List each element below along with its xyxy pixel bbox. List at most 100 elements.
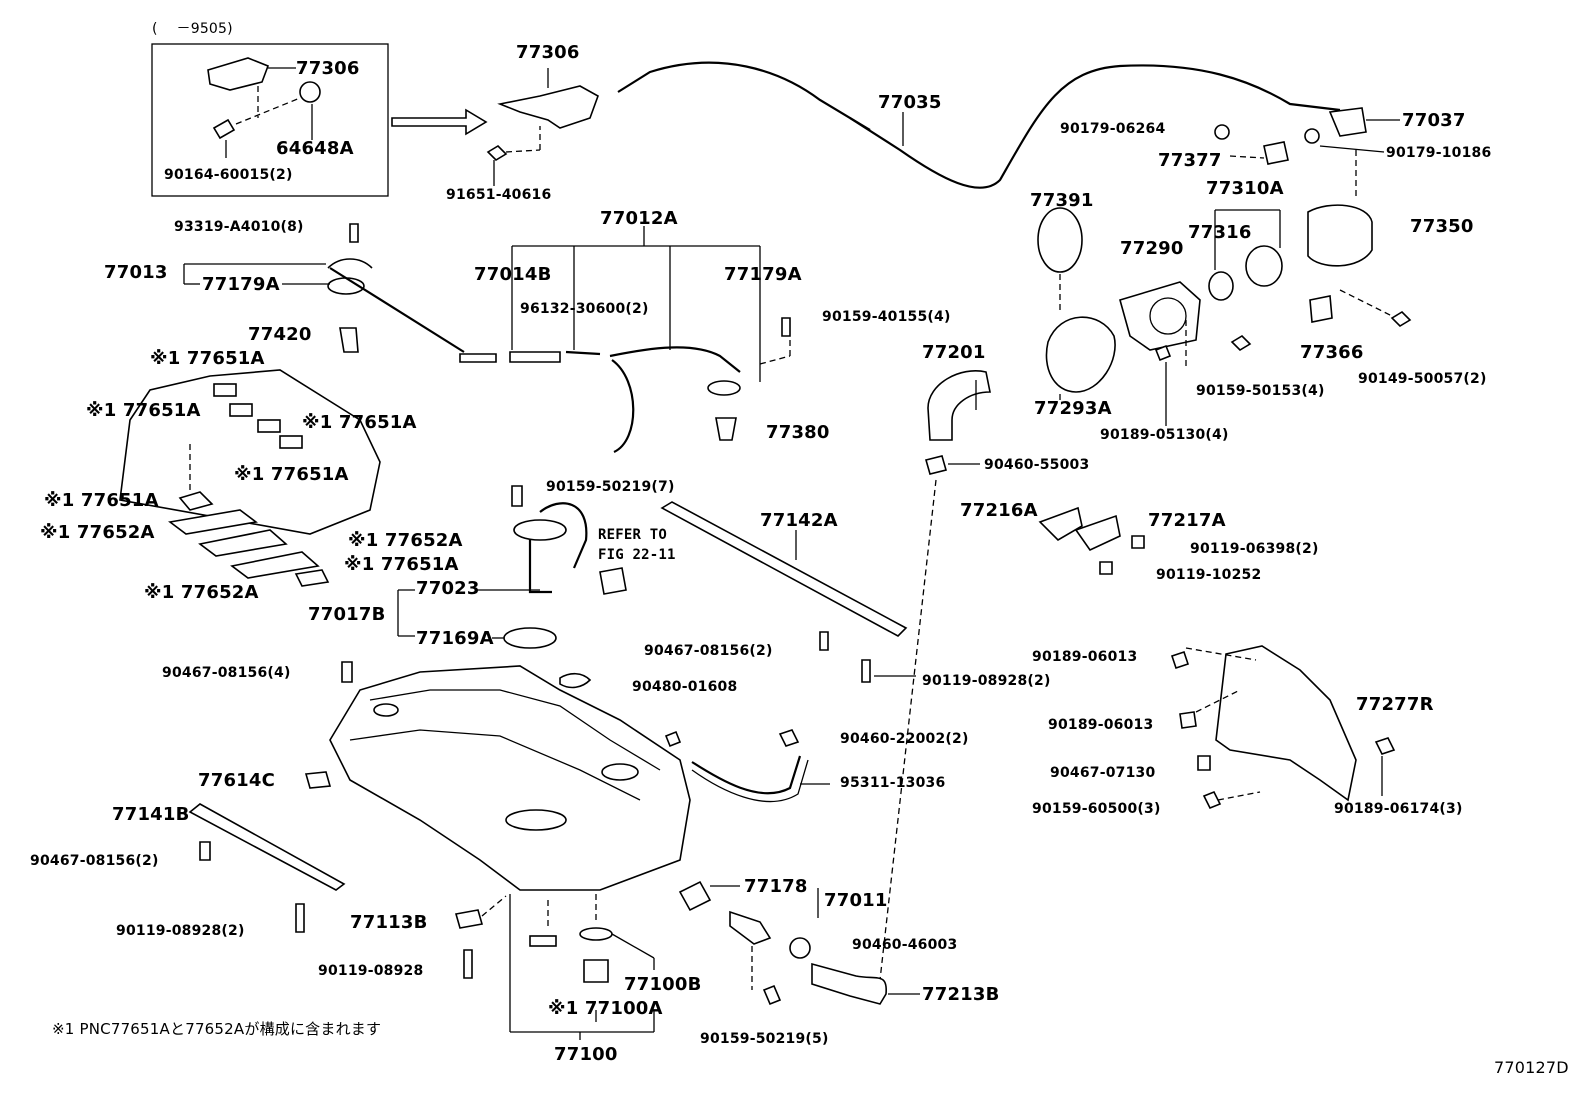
part-label-77216A[interactable]: 77216A (960, 500, 1038, 521)
part-label-90467-08156-4[interactable]: 90467-08156(4) (162, 665, 291, 681)
part-label-90164-60015[interactable]: 90164-60015(2) (164, 167, 293, 183)
bolt-90119-right (861, 659, 871, 683)
part-label-90189-06174[interactable]: 90189-06174(3) (1334, 801, 1463, 817)
part-label-77017B[interactable]: 77017B (308, 604, 386, 625)
part-label-77113B[interactable]: 77113B (350, 912, 428, 933)
part-label-90119-10252[interactable]: 90119-10252 (1156, 567, 1262, 583)
hinge-77366 (1309, 295, 1333, 323)
plug-77380 (715, 417, 737, 441)
part-label-77350[interactable]: 77350 (1410, 216, 1474, 237)
part-label-90159-40155[interactable]: 90159-40155(4) (822, 309, 951, 325)
part-label-90119-08928-bot[interactable]: 90119-08928 (318, 963, 424, 979)
part-label-90179-06264[interactable]: 90179-06264 (1060, 121, 1166, 137)
gasket-77391 (1037, 207, 1083, 273)
part-label-77306[interactable]: 77306 (516, 42, 580, 63)
part-label-77420[interactable]: 77420 (248, 324, 312, 345)
part-label-77217A[interactable]: 77217A (1148, 510, 1226, 531)
part-label-77013[interactable]: 77013 (104, 262, 168, 283)
part-label-77306-inset[interactable]: 77306 (296, 58, 360, 79)
diagram-code: 770127D (1494, 1058, 1569, 1077)
clip-77377 (1263, 141, 1289, 165)
part-label-64648A[interactable]: 64648A (276, 138, 354, 159)
part-label-90467-07130[interactable]: 90467-07130 (1050, 765, 1156, 781)
part-label-77277R[interactable]: 77277R (1356, 694, 1434, 715)
clamp-90460-46003 (789, 937, 811, 959)
part-label-77290[interactable]: 77290 (1120, 238, 1184, 259)
part-label-90467-08156-left[interactable]: 90467-08156(2) (30, 853, 159, 869)
part-label-77293A[interactable]: 77293A (1034, 398, 1112, 419)
part-label-77651A-1[interactable]: ※1 77651A (150, 348, 265, 369)
part-label-77179A-right[interactable]: 77179A (724, 264, 802, 285)
part-label-77201[interactable]: 77201 (922, 342, 986, 363)
part-label-90119-08928-right[interactable]: 90119-08928(2) (922, 673, 1051, 689)
part-label-77651A-2[interactable]: ※1 77651A (86, 400, 201, 421)
part-label-77012A[interactable]: 77012A (600, 208, 678, 229)
part-label-90119-06398[interactable]: 90119-06398(2) (1190, 541, 1319, 557)
hose-95311 (664, 729, 830, 803)
part-label-90460-55003[interactable]: 90460-55003 (984, 457, 1090, 473)
bolt-90467-08156-4 (341, 661, 353, 683)
hose-77213B (811, 962, 887, 1005)
part-label-77023[interactable]: 77023 (416, 578, 480, 599)
part-label-77178[interactable]: 77178 (744, 876, 808, 897)
part-label-90149-50057[interactable]: 90149-50057(2) (1358, 371, 1487, 387)
part-label-90467-08156-mid[interactable]: 90467-08156(2) (644, 643, 773, 659)
part-label-77651A-5[interactable]: ※1 77651A (44, 490, 159, 511)
part-label-90159-50153[interactable]: 90159-50153(4) (1196, 383, 1325, 399)
gasket-77100B (579, 927, 613, 941)
part-label-77652A-2[interactable]: ※1 77652A (348, 530, 463, 551)
part-label-90119-08928-left[interactable]: 90119-08928(2) (116, 923, 245, 939)
part-label-77179A-left[interactable]: 77179A (202, 274, 280, 295)
part-label-77100B[interactable]: 77100B (624, 974, 702, 995)
fuel-cap-77310A (1245, 245, 1283, 287)
ring-77179A (327, 258, 373, 269)
part-label-96132-30600[interactable]: 96132-30600(2) (520, 301, 649, 317)
part-label-90159-50219-5[interactable]: 90159-50219(5) (700, 1031, 829, 1047)
part-label-91651-40616[interactable]: 91651-40616 (446, 187, 552, 203)
hose-77014B (509, 351, 561, 363)
part-label-90460-22002[interactable]: 90460-22002(2) (840, 731, 969, 747)
pipe-77201 (927, 370, 991, 441)
part-label-77366[interactable]: 77366 (1300, 342, 1364, 363)
part-label-77380[interactable]: 77380 (766, 422, 830, 443)
protector-sheets (119, 369, 381, 587)
part-label-90159-50219-7[interactable]: 90159-50219(7) (546, 479, 675, 495)
part-label-90189-05130[interactable]: 90189-05130(4) (1100, 427, 1229, 443)
part-label-95311-13036[interactable]: 95311-13036 (840, 775, 946, 791)
pump-77011 (729, 910, 772, 945)
fender-liner (1170, 645, 1396, 810)
bolt-90119-left (295, 903, 305, 933)
inset-bracket-77306 (207, 57, 270, 91)
part-label-77011[interactable]: 77011 (824, 890, 888, 911)
part-label-77037[interactable]: 77037 (1402, 110, 1466, 131)
liner-77277R (1215, 645, 1357, 802)
part-label-77316[interactable]: 77316 (1188, 222, 1252, 243)
part-label-77652A-3[interactable]: ※1 77652A (144, 582, 259, 603)
part-label-77100A[interactable]: ※1 77100A (548, 998, 663, 1019)
part-label-90179-10186[interactable]: 90179-10186 (1386, 145, 1492, 161)
part-label-90159-60500[interactable]: 90159-60500(3) (1032, 801, 1161, 817)
part-label-77652A-1[interactable]: ※1 77652A (40, 522, 155, 543)
part-label-90480-01608[interactable]: 90480-01608 (632, 679, 738, 695)
part-label-77213B[interactable]: 77213B (922, 984, 1000, 1005)
part-label-77651A-6[interactable]: ※1 77651A (344, 554, 459, 575)
part-label-90460-46003[interactable]: 90460-46003 (852, 937, 958, 953)
part-label-77035[interactable]: 77035 (878, 92, 942, 113)
part-label-77614C[interactable]: 77614C (198, 770, 276, 791)
part-label-77651A-3[interactable]: ※1 77651A (302, 412, 417, 433)
tube-77013 (329, 267, 465, 353)
part-label-93319-A4010[interactable]: 93319-A4010(8) (174, 219, 304, 235)
part-label-77391[interactable]: 77391 (1030, 190, 1094, 211)
bolt-90467-mid (819, 631, 829, 651)
part-label-77142A[interactable]: 77142A (760, 510, 838, 531)
part-label-77141B[interactable]: 77141B (112, 804, 190, 825)
part-label-90189-06013-a[interactable]: 90189-06013 (1032, 649, 1138, 665)
part-label-90189-06013-b[interactable]: 90189-06013 (1048, 717, 1154, 733)
bracket-77217A (1074, 514, 1121, 552)
part-label-77014B[interactable]: 77014B (474, 264, 552, 285)
part-label-77310A[interactable]: 77310A (1206, 178, 1284, 199)
part-label-77169A[interactable]: 77169A (416, 628, 494, 649)
part-label-77100[interactable]: 77100 (554, 1044, 618, 1065)
part-label-77651A-4[interactable]: ※1 77651A (234, 464, 349, 485)
part-label-77377[interactable]: 77377 (1158, 150, 1222, 171)
